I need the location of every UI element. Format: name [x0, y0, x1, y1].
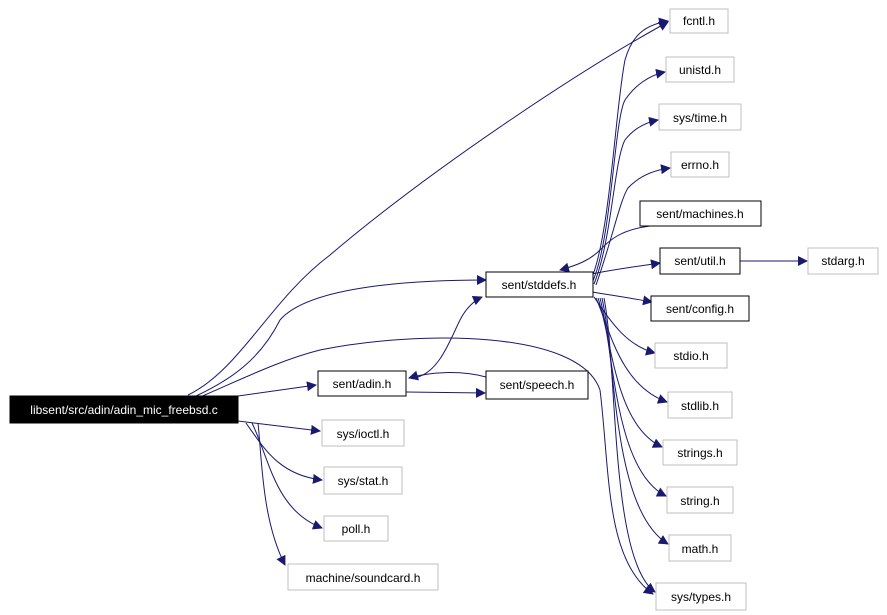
- node-errno[interactable]: errno.h: [670, 151, 730, 178]
- edge-stddefs-to-types: [603, 297, 656, 593]
- node-stddefs-label: sent/stddefs.h: [502, 278, 577, 292]
- node-config[interactable]: sent/config.h: [650, 295, 750, 322]
- node-poll[interactable]: poll.h: [323, 515, 389, 542]
- node-fcntl[interactable]: fcntl.h: [669, 8, 729, 34]
- edge-root-to-ioctl: [237, 420, 321, 435]
- node-util-label: sent/util.h: [674, 254, 725, 268]
- edge-stddefs-to-unistd: [591, 68, 666, 284]
- node-stdlib-label: stdlib.h: [681, 399, 719, 413]
- edge-root-to-types: [199, 337, 654, 595]
- edge-root-to-soundcard: [257, 422, 286, 566]
- node-systime-label: sys/time.h: [673, 111, 727, 125]
- edge-root-to-poll: [251, 422, 323, 530]
- node-stdarg[interactable]: stdarg.h: [807, 247, 879, 275]
- node-machines[interactable]: sent/machines.h: [639, 200, 762, 227]
- node-math-label: math.h: [682, 542, 719, 556]
- node-root[interactable]: libsent/src/adin/adin_mic_freebsd.c: [9, 395, 239, 424]
- edge-stddefs-to-string: [599, 297, 667, 497]
- edge-root-to-fcntl: [187, 21, 669, 396]
- node-soundcard[interactable]: machine/soundcard.h: [287, 563, 439, 591]
- node-config-label: sent/config.h: [666, 302, 734, 316]
- node-strings-label: strings.h: [677, 446, 722, 460]
- node-poll-label: poll.h: [342, 522, 371, 536]
- node-stdio[interactable]: stdio.h: [654, 342, 728, 369]
- edge-stddefs-to-errno: [595, 164, 671, 286]
- node-fcntl-label: fcntl.h: [683, 14, 715, 28]
- node-string[interactable]: string.h: [666, 486, 734, 514]
- node-unistd-label: unistd.h: [679, 63, 721, 77]
- node-ioctl[interactable]: sys/ioctl.h: [321, 419, 405, 447]
- node-types-label: sys/types.h: [671, 590, 731, 604]
- edge-root-to-stat: [245, 422, 323, 484]
- edge-stddefs-to-strings: [597, 297, 663, 448]
- node-util[interactable]: sent/util.h: [659, 247, 741, 275]
- node-speech[interactable]: sent/speech.h: [485, 370, 589, 400]
- node-stdio-label: stdio.h: [673, 349, 708, 363]
- node-string-label: string.h: [680, 494, 719, 508]
- edge-adin-to-stddefs: [417, 295, 483, 378]
- node-stdarg-label: stdarg.h: [821, 254, 864, 268]
- node-types[interactable]: sys/types.h: [655, 582, 747, 611]
- node-adin[interactable]: sent/adin.h: [317, 370, 407, 397]
- edge-root-to-stddefs: [195, 275, 487, 397]
- node-strings[interactable]: strings.h: [662, 439, 738, 466]
- node-stdlib[interactable]: stdlib.h: [667, 391, 733, 419]
- node-ioctl-label: sys/ioctl.h: [337, 427, 390, 441]
- node-machines-label: sent/machines.h: [656, 207, 743, 221]
- edge-stddefs-to-config: [591, 291, 653, 306]
- node-stddefs[interactable]: sent/stddefs.h: [485, 271, 594, 298]
- node-speech-label: sent/speech.h: [500, 378, 575, 392]
- node-errno-label: errno.h: [681, 158, 719, 172]
- node-systime[interactable]: sys/time.h: [658, 103, 742, 131]
- edge-stddefs-to-util: [591, 259, 661, 275]
- edge-stddefs-to-stdlib: [595, 297, 668, 404]
- edge-stddefs-to-fcntl: [589, 17, 669, 283]
- edge-root-to-adin: [237, 381, 317, 397]
- node-root-label: libsent/src/adin/adin_mic_freebsd.c: [30, 403, 217, 417]
- node-math[interactable]: math.h: [668, 534, 732, 562]
- edge-stddefs-to-math: [601, 297, 669, 545]
- node-adin-label: sent/adin.h: [333, 377, 392, 391]
- node-stat[interactable]: sys/stat.h: [323, 466, 403, 495]
- edge-stddefs-to-systime: [593, 116, 659, 285]
- edge-machines-to-stddefs: [559, 225, 651, 273]
- node-stat-label: sys/stat.h: [338, 474, 389, 488]
- edge-speech-to-adin: [408, 370, 487, 381]
- edge-adin-to-speech: [405, 387, 486, 398]
- node-unistd[interactable]: unistd.h: [665, 56, 735, 83]
- node-soundcard-label: machine/soundcard.h: [306, 571, 421, 585]
